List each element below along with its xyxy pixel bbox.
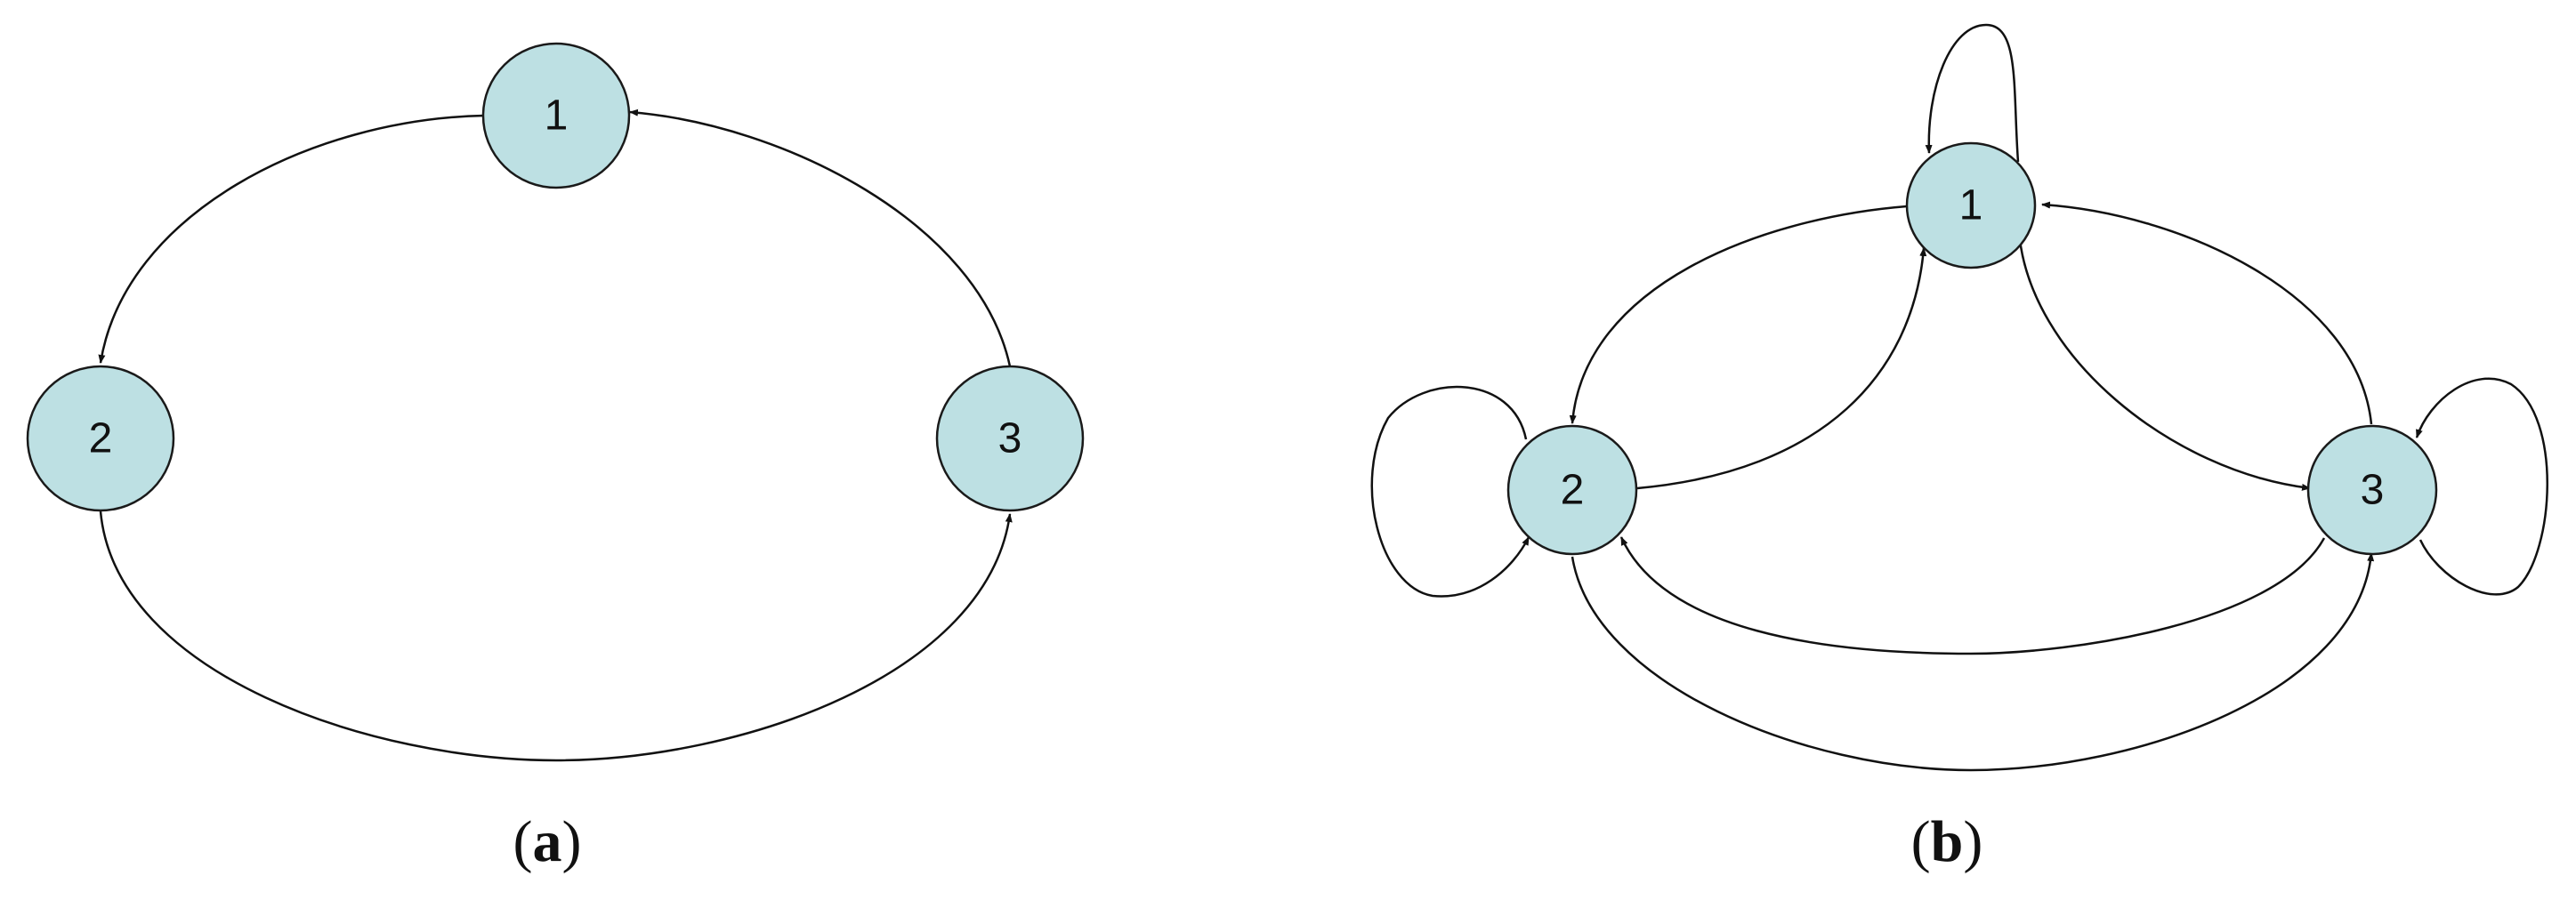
node-label: 3	[998, 415, 1022, 462]
node-label: 1	[1959, 182, 1983, 229]
node-circle	[26, 365, 175, 512]
panel-a: 1 2 3 (a)	[26, 42, 1085, 874]
node-a-3: 3	[935, 365, 1085, 512]
node-b-1: 1	[1905, 141, 2037, 269]
node-circle	[481, 42, 631, 189]
edge-a-1-to-2	[98, 114, 485, 364]
node-label: 2	[89, 415, 113, 462]
node-label: 3	[2361, 467, 2385, 514]
node-label: 1	[545, 92, 569, 140]
edge-b-3-to-3	[2415, 377, 2548, 596]
node-label: 2	[1561, 467, 1585, 514]
node-a-2: 2	[26, 365, 175, 512]
node-b-2: 2	[1506, 424, 1638, 556]
node-b-3: 3	[2306, 424, 2438, 556]
node-circle	[1905, 141, 2037, 269]
edge-b-2-to-1	[1636, 247, 1927, 490]
edge-b-3-to-2	[1619, 536, 2326, 655]
edge-a-3-to-1	[629, 108, 1012, 367]
edge-b-2-to-2	[1370, 385, 1530, 598]
panel-b: 1 2 3 (b)	[1370, 23, 2548, 874]
node-circle	[2306, 424, 2438, 556]
node-circle	[935, 365, 1085, 512]
edge-b-1-to-1	[1925, 23, 2020, 163]
panel-label-b: (b)	[1911, 809, 1983, 874]
edge-b-2-to-3	[1571, 552, 2375, 772]
edge-b-3-to-1	[2041, 201, 2373, 425]
edge-b-1-to-2	[1569, 205, 1908, 424]
node-circle	[1506, 424, 1638, 556]
edge-b-1-to-3	[2017, 230, 2311, 491]
node-a-1: 1	[481, 42, 631, 189]
panel-label-a: (a)	[513, 809, 582, 874]
edge-a-2-to-3	[99, 510, 1013, 762]
